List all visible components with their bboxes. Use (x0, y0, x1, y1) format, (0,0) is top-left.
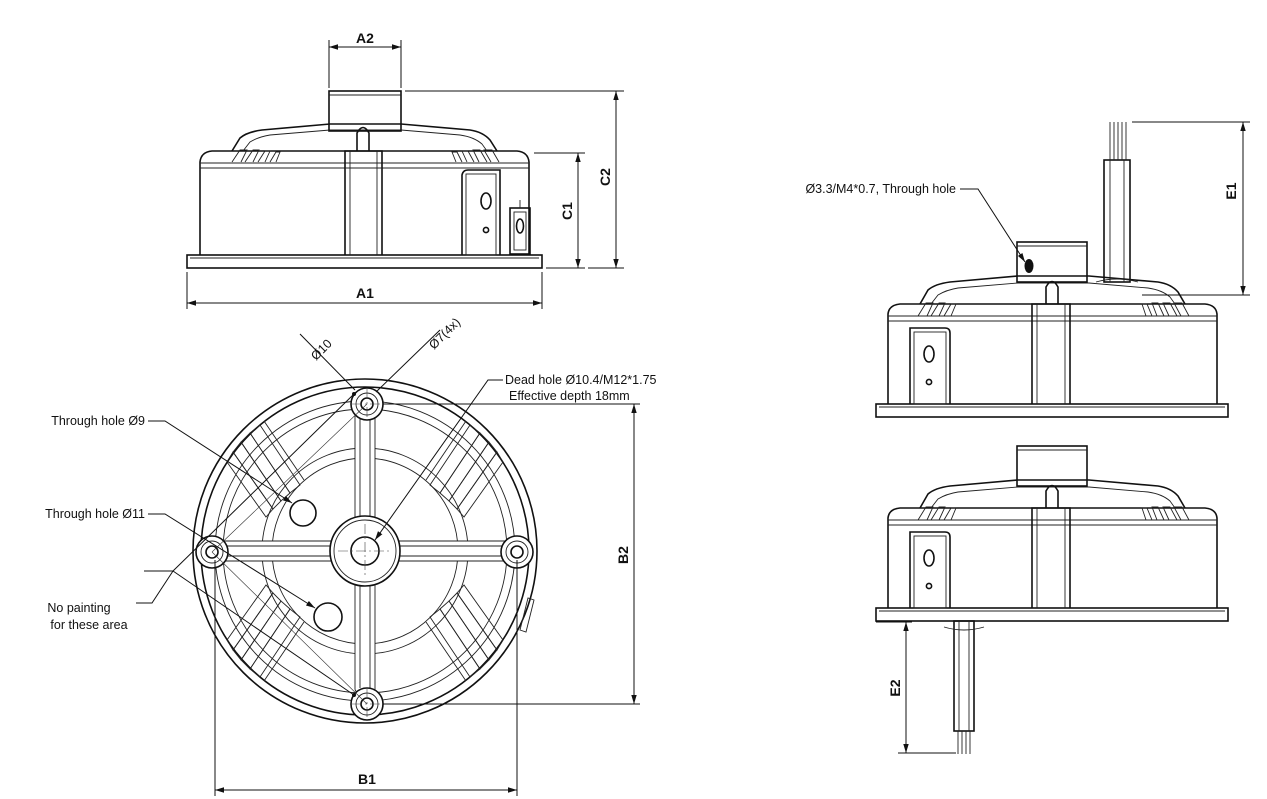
cable-bottom (953, 620, 975, 732)
label-through-hole-11: Through hole Ø11 (45, 507, 145, 521)
fin-fan-se (425, 584, 504, 682)
label-through-hole-9: Through hole Ø9 (51, 414, 145, 428)
dim-c2: C2 (597, 168, 613, 186)
side-bottom-dimensions: E2 (876, 621, 956, 754)
label-no-painting-2: for these area (50, 618, 127, 632)
dim-a2: A2 (356, 30, 374, 46)
label-dead-hole-2: Effective depth 18mm (509, 389, 630, 403)
dome-shoulder (231, 123, 498, 152)
label-side-hole: Ø3.3/M4*0.7, Through hole (805, 182, 956, 196)
label-no-painting-1: No painting (47, 601, 110, 615)
fin-fan-ne (425, 420, 504, 518)
mounting-tab (461, 169, 501, 255)
label-dia10: Ø10 (308, 336, 335, 363)
center-rib (344, 150, 383, 255)
dim-e2: E2 (887, 679, 903, 696)
side-top-dimensions: E1 Ø3.3/M4*0.7, Through hole (805, 121, 1250, 296)
label-dia7: Ø7(4x) (426, 315, 463, 352)
side-elevation-cable-down (875, 445, 1229, 754)
dim-c1: C1 (559, 202, 575, 220)
base-flange (186, 254, 543, 269)
plan-view (192, 378, 538, 724)
through-hole-9 (289, 499, 317, 527)
plan-dimensions: B1 B2 Ø10 Ø7(4x) Dead hole Ø10.4/M12*1.7… (45, 315, 657, 796)
side-hole-marker (1024, 259, 1034, 273)
through-hole-11 (313, 602, 343, 632)
dim-b1: B1 (358, 771, 376, 787)
front-elevation-view (186, 90, 543, 269)
front-dimensions: A2 A1 C1 C2 (186, 30, 624, 309)
dim-a1: A1 (356, 285, 374, 301)
dim-b2: B2 (615, 546, 631, 564)
cable-top (1103, 159, 1131, 283)
side-elevation-cable-up (875, 122, 1229, 418)
top-boss (328, 90, 402, 132)
cable-clip (509, 207, 531, 255)
dim-e1: E1 (1223, 182, 1239, 199)
label-dead-hole-1: Dead hole Ø10.4/M12*1.75 (505, 373, 657, 387)
housing-body (199, 150, 530, 255)
fin-fan-sw (226, 584, 305, 682)
